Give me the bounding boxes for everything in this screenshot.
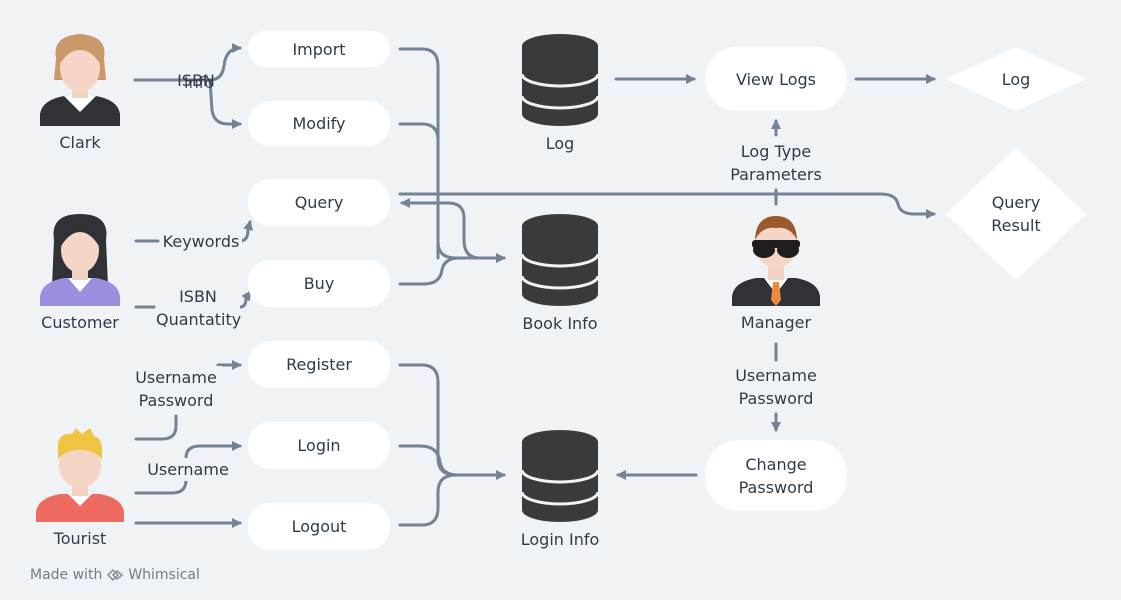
female-customer-icon <box>40 214 120 306</box>
edge-register-logininfo <box>398 363 506 480</box>
actor-clark-name: Clark <box>59 133 101 152</box>
manager-sunglasses-icon <box>732 216 820 306</box>
edge-label-clark-info: Info <box>183 73 215 92</box>
login-node[interactable]: Login <box>248 422 390 469</box>
footer[interactable]: Made with Whimsical <box>30 567 200 583</box>
actor-customer-name: Customer <box>41 313 119 332</box>
edge-label-clark-isbn: ISBN <box>177 71 215 90</box>
edge-query-result <box>398 192 936 219</box>
view-logs-node[interactable]: View Logs <box>705 47 847 111</box>
import-node[interactable]: Import <box>248 31 390 67</box>
edge-label-isbn: ISBN <box>156 285 240 308</box>
edge-label-quantatity: Quantatity <box>156 308 242 331</box>
edge-bookinfo-query <box>400 198 506 260</box>
edge-tourist-login-2 <box>184 441 242 460</box>
edge-label-keywords: Keywords <box>160 230 242 253</box>
log-store-label: Log <box>545 134 575 153</box>
actor-tourist-name: Tourist <box>53 529 107 548</box>
database-log-icon <box>520 34 600 126</box>
query-result-diamond <box>946 148 1086 280</box>
login-info-store-label: Login Info <box>520 530 600 549</box>
edge-tourist-register <box>134 414 178 441</box>
made-with-text: Made with <box>30 567 103 583</box>
database-bookinfo-icon <box>520 214 600 306</box>
edge-label-log-type-parameters: Log Type Parameters <box>726 140 826 186</box>
whimsical-logo-icon <box>107 568 124 582</box>
male-tourist-icon <box>36 428 124 522</box>
edge-label-username-password: Username Password <box>130 366 222 412</box>
edge-clark-modify <box>208 78 242 129</box>
change-password-node[interactable]: Change Password <box>705 440 847 511</box>
log-output-diamond <box>946 47 1086 111</box>
edge-import-bookinfo <box>398 47 506 263</box>
query-result-label: Query Result <box>991 193 1041 235</box>
edge-clark-import <box>133 43 242 82</box>
edge-label-manager-username-password: Username Password <box>726 364 826 410</box>
edge-tourist-login <box>134 478 188 495</box>
whimsical-brand-text: Whimsical <box>128 567 200 583</box>
book-info-store-label: Book Info <box>522 314 598 333</box>
edge-buy-bookinfo <box>398 256 462 286</box>
edge-label-username: Username <box>146 458 230 481</box>
database-logininfo-icon <box>520 430 600 522</box>
edge-logout-logininfo <box>398 473 458 527</box>
actor-manager-name: Manager <box>740 313 812 332</box>
modify-node[interactable]: Modify <box>248 101 390 146</box>
register-node[interactable]: Register <box>248 341 390 388</box>
edge-login-logininfo <box>398 444 460 477</box>
query-node[interactable]: Query <box>248 179 390 226</box>
buy-node[interactable]: Buy <box>248 260 390 307</box>
edge-customer-buy-2 <box>238 290 252 309</box>
edge-modify-bookinfo <box>398 122 440 260</box>
female-clerk-icon <box>40 34 120 126</box>
logout-node[interactable]: Logout <box>248 503 390 550</box>
log-output-label: Log <box>1001 69 1031 89</box>
